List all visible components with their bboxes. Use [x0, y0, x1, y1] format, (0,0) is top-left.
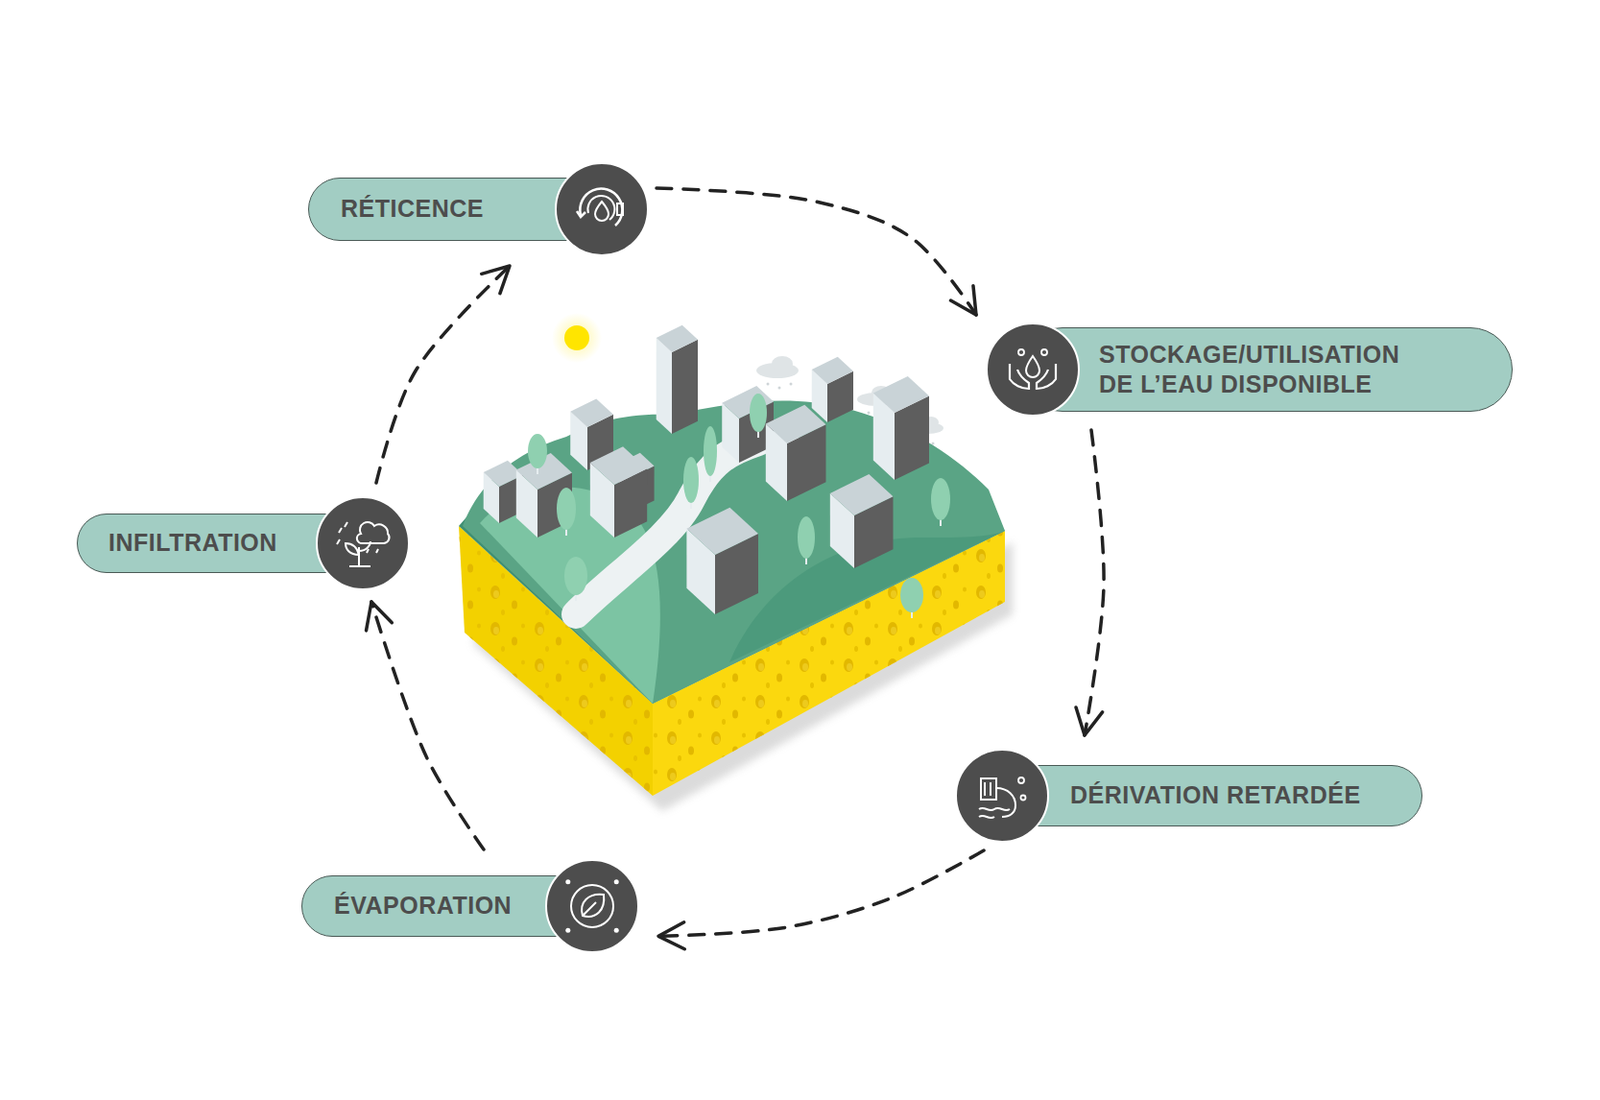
dashed-arrow	[376, 265, 510, 483]
sun	[551, 312, 602, 363]
tree	[749, 393, 767, 438]
tree	[703, 426, 717, 482]
house	[686, 507, 759, 615]
cycle-step-node: INFILTRATION	[76, 496, 410, 591]
step-label: INFILTRATION	[108, 527, 278, 558]
house	[811, 357, 854, 423]
tree	[797, 516, 815, 565]
step-label: ÉVAPORATION	[334, 890, 512, 921]
dashed-arrow	[656, 188, 977, 315]
house	[830, 474, 894, 569]
tree	[900, 577, 924, 619]
step-icon	[955, 748, 1050, 843]
step-icon	[985, 322, 1080, 417]
tree	[527, 433, 548, 475]
house	[873, 376, 930, 480]
cycle-step-node: DÉRIVATION RETARDÉE	[955, 748, 1423, 843]
tree	[683, 456, 699, 509]
step-label: RÉTICENCE	[340, 193, 484, 224]
tree	[564, 556, 588, 601]
house	[590, 446, 647, 538]
label-pill: DÉRIVATION RETARDÉE	[989, 764, 1423, 827]
cycle-step-node: ÉVAPORATION	[301, 859, 640, 954]
step-icon	[315, 496, 410, 591]
step-icon	[554, 162, 649, 257]
label-pill: STOCKAGE/UTILISATION DE L’EAU DISPONIBLE	[1020, 327, 1513, 412]
tree	[931, 477, 951, 526]
house	[765, 405, 827, 502]
dashed-arrow	[1084, 429, 1104, 736]
trees	[527, 393, 951, 619]
house	[656, 325, 698, 434]
cycle-step-node: STOCKAGE/UTILISATION DE L’EAU DISPONIBLE	[985, 322, 1513, 417]
step-icon	[545, 859, 640, 954]
dashed-arrow	[371, 601, 484, 850]
cycle-step-node: RÉTICENCE	[308, 162, 649, 257]
tree	[556, 487, 576, 536]
dashed-arrow	[658, 850, 984, 936]
step-label: STOCKAGE/UTILISATION DE L’EAU DISPONIBLE	[1098, 339, 1421, 401]
step-label: DÉRIVATION RETARDÉE	[1070, 780, 1362, 811]
houses	[483, 325, 930, 615]
